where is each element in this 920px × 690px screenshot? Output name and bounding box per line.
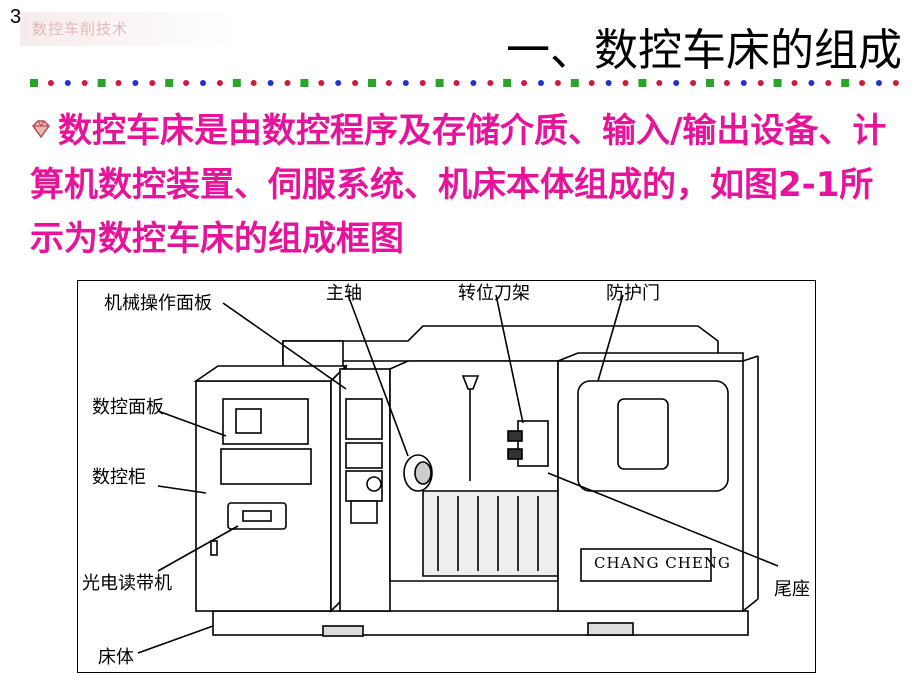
divider-dot — [554, 80, 561, 86]
slide-number: 3 — [10, 6, 22, 28]
divider-dot — [115, 80, 122, 86]
label-mech-panel: 机械操作面板 — [104, 293, 212, 314]
body-paragraph: 数控车床是由数控程序及存储介质、输入/输出设备、计算机数控装置、伺服系统、机床本… — [30, 104, 900, 266]
divider-dot — [740, 80, 747, 86]
brand-watermark: 数控车削技术 — [32, 20, 129, 38]
divider-dot — [808, 80, 815, 86]
divider-dot — [723, 80, 730, 86]
label-tailstock: 尾座 — [774, 579, 810, 600]
divider-dot — [149, 80, 156, 86]
divider-dot — [503, 79, 512, 87]
divider-dot — [706, 79, 714, 87]
label-nc-cabinet: 数控柜 — [92, 467, 146, 488]
gem-bullet-icon — [32, 120, 50, 139]
divider-dot — [656, 80, 663, 86]
slide-title: 一、数控车床的组成 — [506, 25, 902, 76]
divider-dot — [232, 79, 241, 87]
divider-dot — [470, 80, 477, 86]
divider-dot — [318, 80, 325, 86]
divider-dot — [453, 80, 460, 86]
divider-dot — [773, 79, 782, 87]
lathe-drawing — [137, 294, 779, 654]
label-turret: 转位刀架 — [458, 283, 530, 304]
divider-dot — [859, 80, 866, 86]
divider-dot — [876, 80, 882, 86]
divider-dot — [183, 80, 190, 86]
divider-dot — [757, 80, 764, 86]
divider-dot — [588, 80, 595, 86]
divider-dot — [64, 80, 71, 86]
divider-dot — [487, 80, 494, 86]
label-tape-reader: 光电读带机 — [82, 573, 172, 594]
divider-dot — [690, 80, 697, 86]
divider-dot — [825, 80, 832, 86]
label-guard-door: 防护门 — [606, 283, 660, 304]
divider-dot — [841, 79, 850, 87]
divider-dot — [673, 80, 680, 86]
header-band — [20, 12, 240, 46]
label-nc-panel: 数控面板 — [92, 397, 164, 418]
divider-dot — [791, 80, 798, 86]
divider-dot — [300, 79, 309, 87]
divider-dot — [521, 80, 528, 86]
divider-dot — [200, 80, 206, 86]
divider-dot — [419, 80, 426, 86]
divider-dot — [638, 79, 647, 87]
divider-dot — [267, 80, 274, 86]
divider-dot — [47, 80, 54, 86]
body-text: 数控车床是由数控程序及存储介质、输入/输出设备、计算机数控装置、伺服系统、机床本… — [30, 111, 887, 259]
divider-dot — [352, 80, 359, 86]
divider-dot — [622, 80, 629, 86]
divider-dot — [605, 80, 612, 86]
decorative-dot-divider — [30, 79, 899, 87]
divider-dot — [284, 80, 291, 86]
label-spindle: 主轴 — [326, 283, 362, 304]
label-bed: 床体 — [98, 647, 134, 668]
divider-dot — [368, 79, 376, 87]
divider-dot — [435, 79, 444, 87]
divider-dot — [385, 80, 392, 86]
divider-dot — [335, 80, 342, 86]
divider-dot — [892, 80, 899, 86]
divider-dot — [81, 80, 88, 86]
divider-dot — [30, 79, 38, 87]
divider-dot — [250, 80, 257, 86]
divider-dot — [402, 80, 409, 86]
divider-dot — [132, 80, 139, 86]
divider-dot — [165, 79, 174, 87]
divider-dot — [216, 80, 223, 86]
divider-dot — [97, 79, 106, 87]
brand-plate: CHANG CHENG — [594, 554, 731, 572]
lathe-diagram: 机械操作面板 主轴 转位刀架 防护门 数控面板 数控柜 光电读带机 尾座 床体 … — [77, 280, 816, 673]
divider-dot — [538, 80, 544, 86]
divider-dot — [570, 79, 579, 87]
